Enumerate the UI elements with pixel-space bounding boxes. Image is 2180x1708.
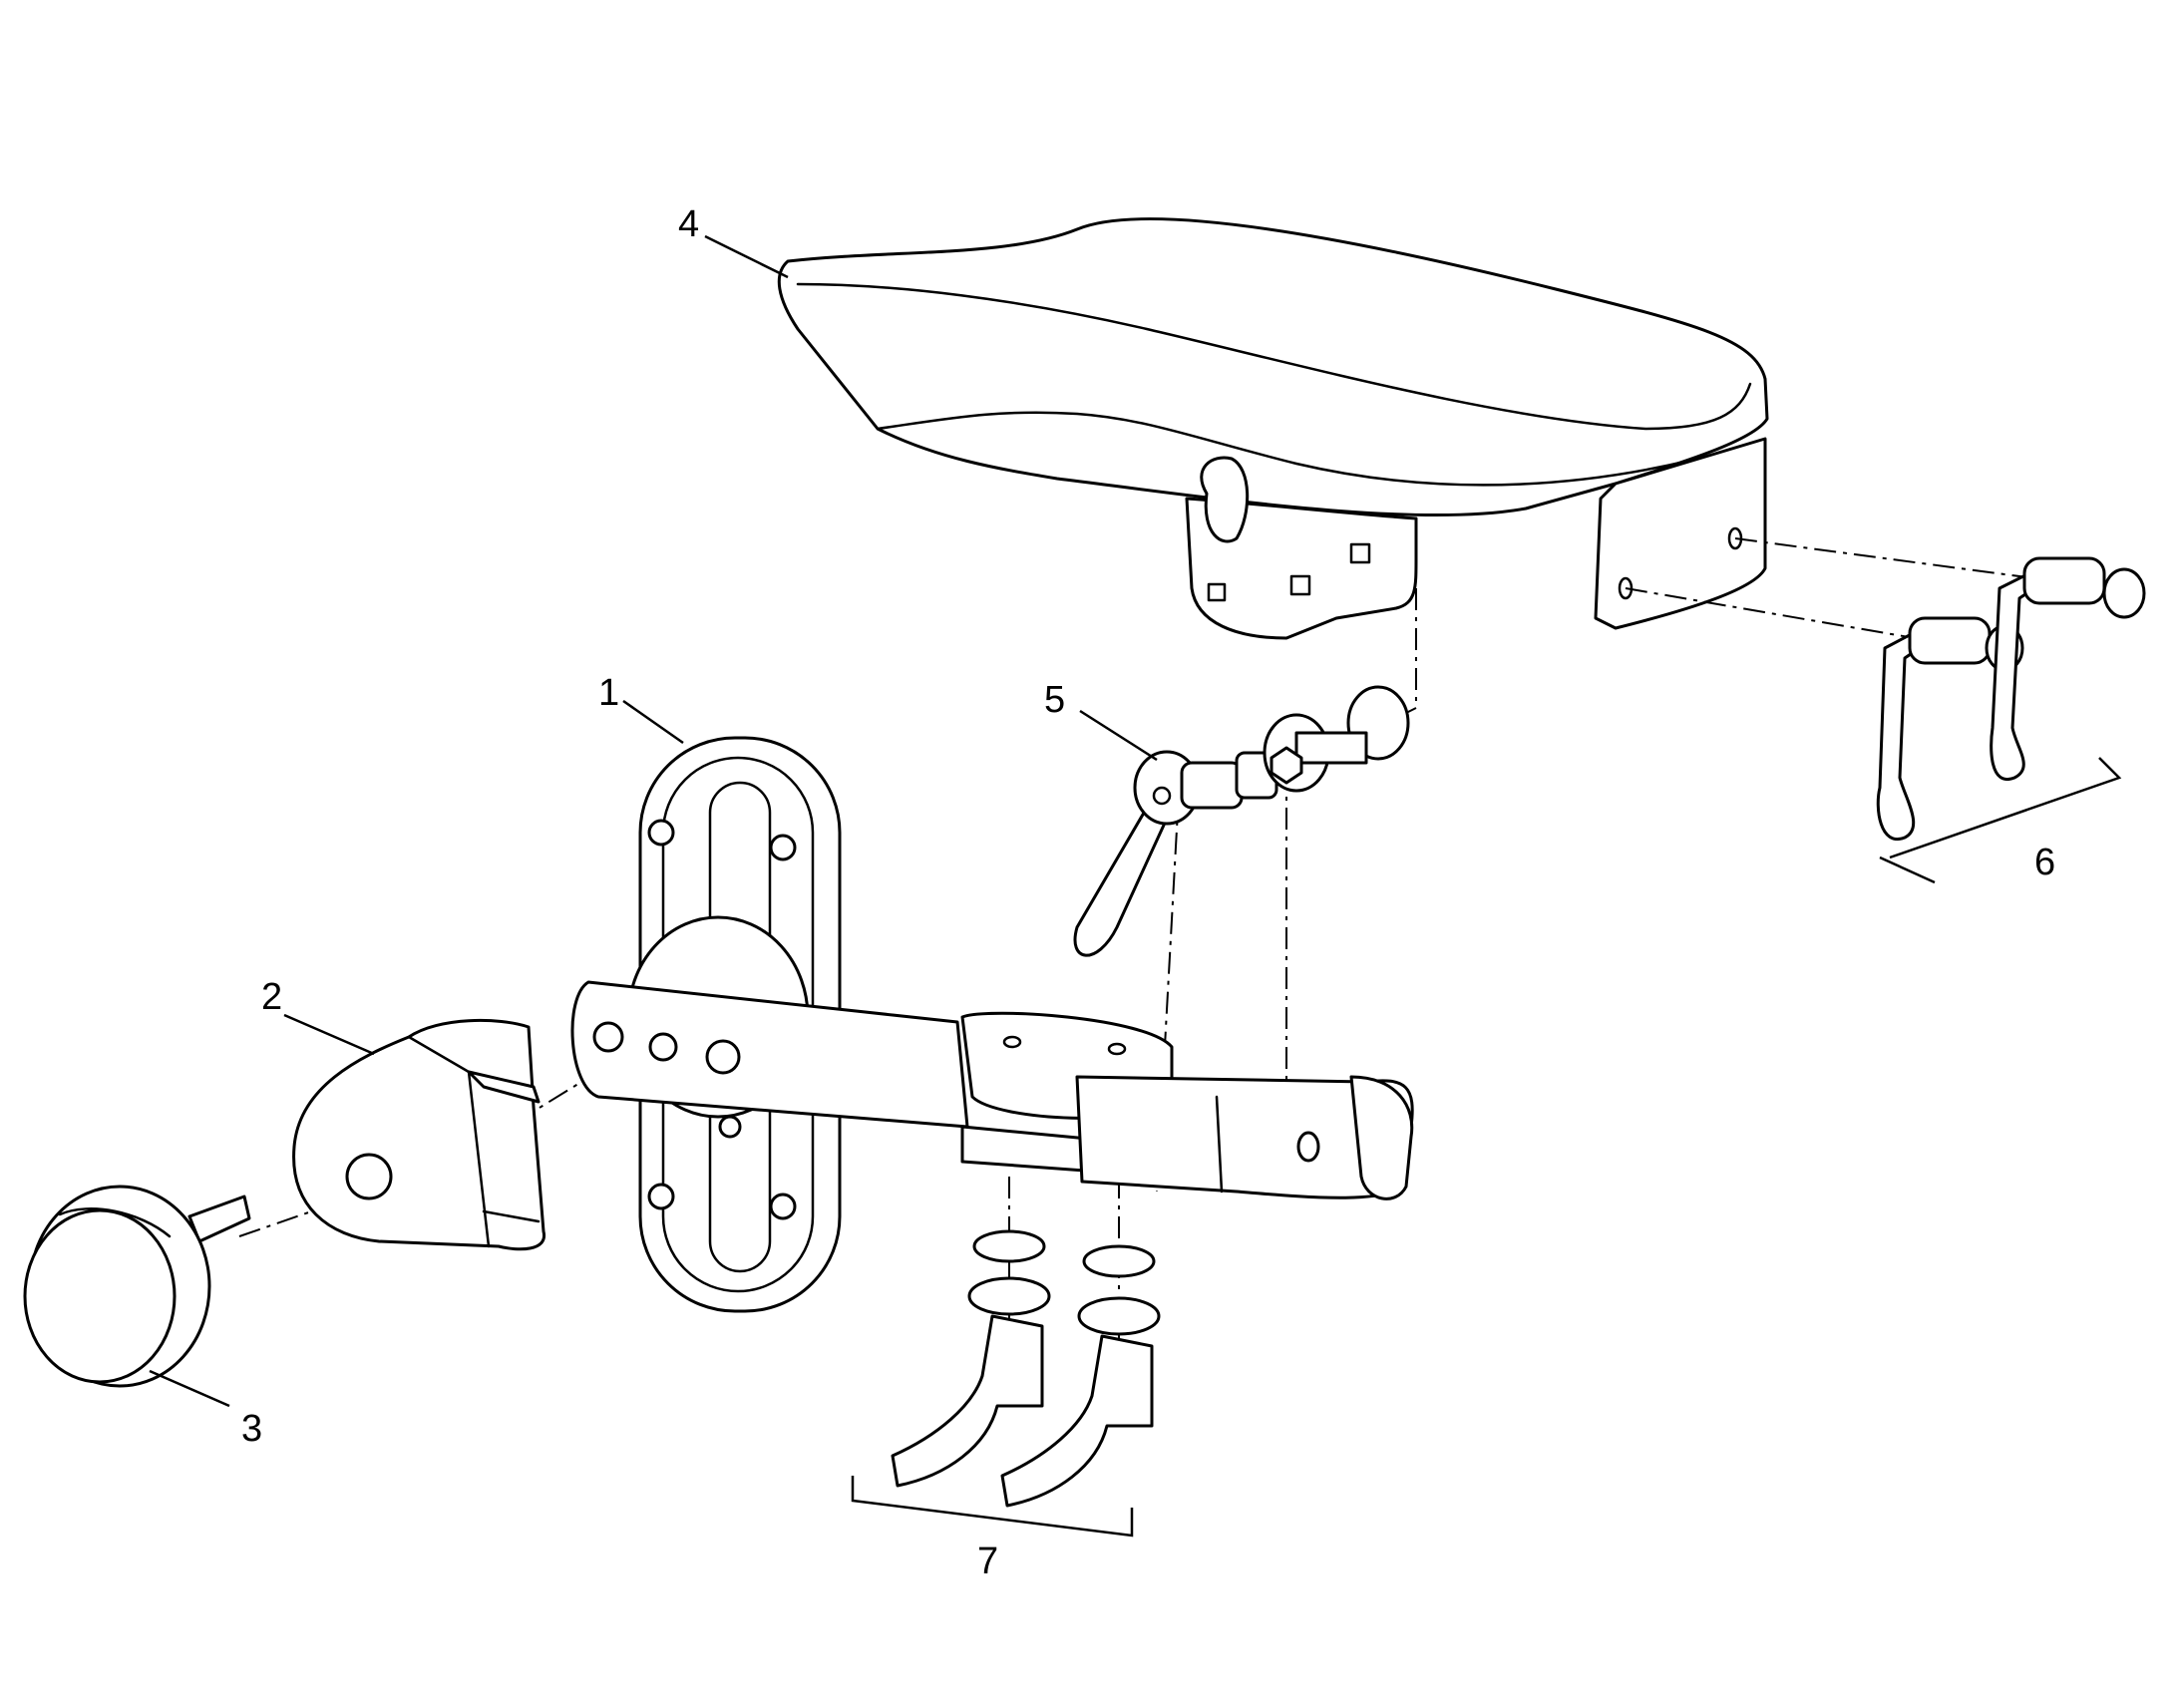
- callout-1: 1: [598, 672, 619, 714]
- armrest-pad: [777, 217, 1769, 640]
- callout-4: 4: [678, 203, 699, 245]
- clamp-lever: [1073, 685, 1410, 957]
- callout-labels: 1 2 3 4 5 6 7: [241, 203, 2055, 1582]
- callout-2: 2: [261, 976, 282, 1018]
- swing-arm: [570, 915, 1414, 1200]
- callout-3: 3: [241, 1408, 262, 1450]
- release-levers: [1876, 556, 2146, 842]
- callout-5: 5: [1044, 679, 1065, 721]
- callout-6: 6: [2034, 842, 2055, 883]
- cover-cap: [292, 1018, 545, 1251]
- lower-levers: [891, 1229, 1161, 1508]
- callout-leaders: [149, 234, 2122, 1537]
- callout-7: 7: [977, 1540, 998, 1582]
- knob: [23, 1185, 251, 1388]
